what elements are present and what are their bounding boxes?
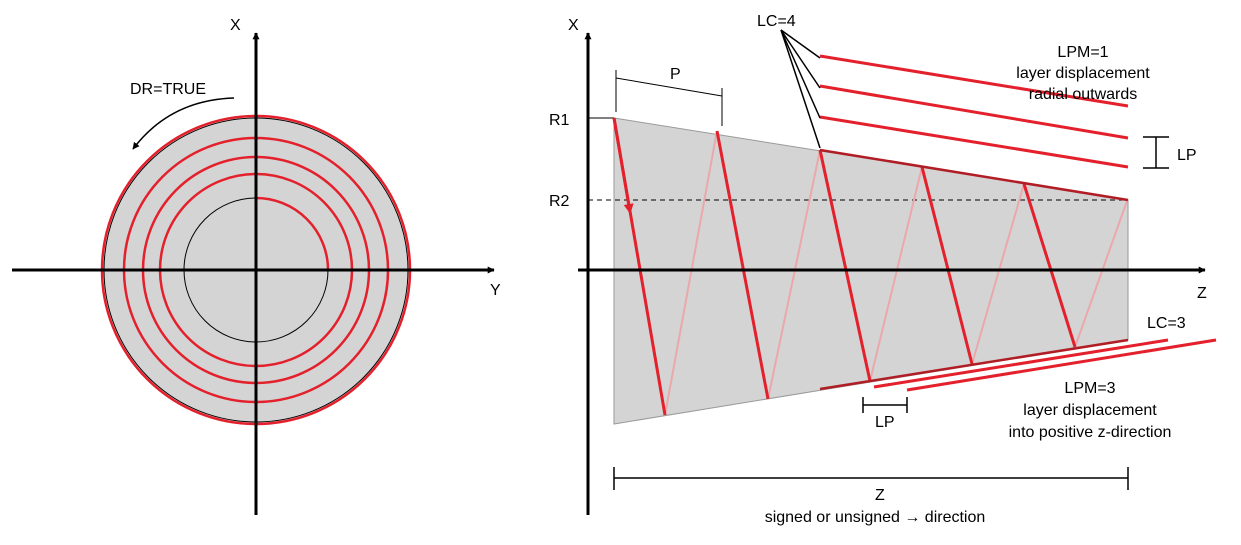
- axial-layers: [873, 338, 1217, 392]
- lpm1-line2: layer displacement: [1016, 65, 1150, 82]
- layer-count-bottom-label: LC=3: [1147, 315, 1186, 332]
- radial-layer-1: [819, 115, 1129, 169]
- back-winding: [664, 130, 718, 416]
- bottom-edge-highlight: [819, 338, 1129, 391]
- front-view: X Y DR=TRUE: [12, 17, 501, 515]
- lpm3-line2: layer displacement: [1023, 402, 1157, 419]
- pitch-dimension: [615, 70, 723, 126]
- layer-pitch-dimension-top: [1143, 136, 1169, 169]
- front-winding: [920, 166, 974, 365]
- top-edge-highlight: [819, 148, 1129, 202]
- axis-z-label: Z: [1197, 285, 1207, 302]
- leader-line: [780, 29, 821, 149]
- radial-layer-2: [819, 84, 1129, 140]
- length-dimension: [613, 467, 1129, 490]
- side-view: X Z P R1 R2 LC=4 LPM=1 layer displacemen…: [549, 13, 1217, 526]
- back-winding: [971, 183, 1025, 365]
- direction-arrow: [132, 97, 235, 150]
- leader-line: [780, 29, 821, 89]
- lpm3-line1: LPM=3: [1064, 380, 1115, 397]
- layer-pitch-dimension-bottom: [862, 397, 908, 413]
- layer-pitch-bottom-label: LP: [875, 414, 895, 431]
- lpm3-line3: into positive z-direction: [1009, 424, 1172, 441]
- front-winding: [818, 149, 872, 382]
- back-winding: [767, 149, 821, 400]
- direction-label: DR=TRUE: [130, 81, 206, 98]
- lc4-leaders: [780, 29, 821, 149]
- layer-pitch-top-label: LP: [1177, 147, 1197, 164]
- front-winding: [715, 130, 770, 400]
- leader-line: [780, 29, 821, 119]
- length-label: Z: [875, 487, 885, 504]
- front-winding: [1022, 183, 1077, 348]
- axis-x-label-right: X: [568, 17, 579, 34]
- back-windings: [664, 130, 1128, 416]
- leader-line: [780, 29, 821, 59]
- r1-label: R1: [549, 112, 570, 129]
- back-winding: [1074, 200, 1128, 348]
- lpm1-line1: LPM=1: [1057, 44, 1108, 61]
- axis-x-label: X: [230, 17, 241, 34]
- radial-layers: [819, 54, 1129, 169]
- length-note: signed or unsigned → direction: [765, 509, 986, 526]
- radial-layer-3: [819, 54, 1129, 108]
- winding-partial-ring: [255, 196, 330, 271]
- layer-count-top-label: LC=4: [757, 13, 796, 30]
- r2-label: R2: [549, 193, 570, 210]
- axial-layer-1: [873, 338, 1169, 389]
- axial-layer-2: [906, 338, 1217, 392]
- pitch-label: P: [670, 66, 681, 83]
- back-winding: [869, 166, 923, 382]
- winding-direction-arrow: [612, 117, 634, 214]
- lpm1-line3: radial outwards: [1029, 86, 1138, 103]
- axis-y-label: Y: [490, 282, 501, 299]
